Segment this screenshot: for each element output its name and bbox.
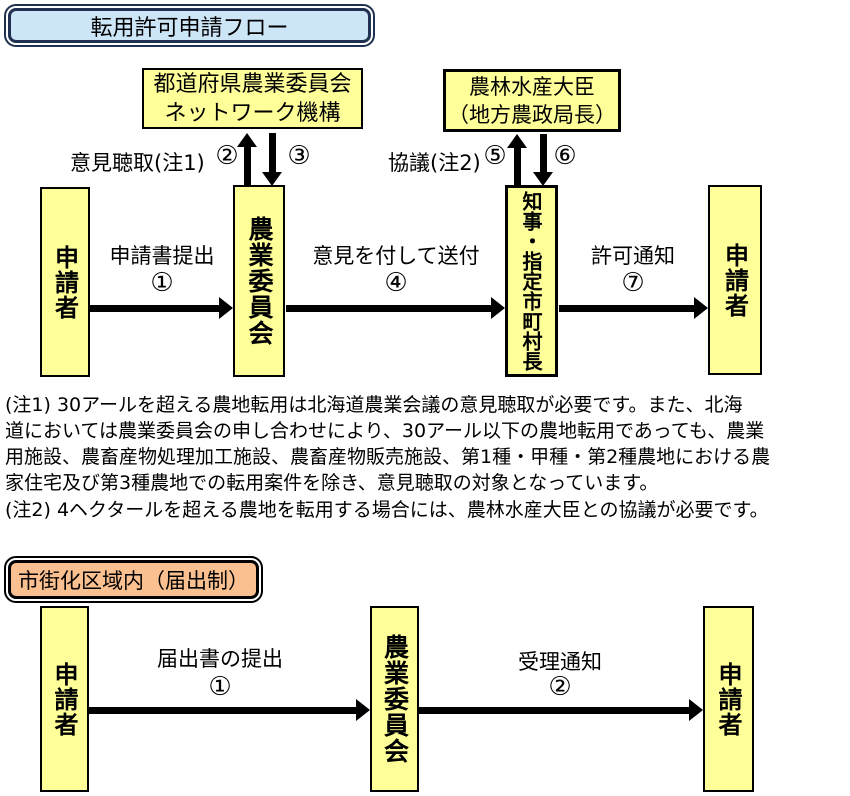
applicant-box-right-2: 申請者 xyxy=(703,606,754,792)
arrow-head-icon xyxy=(219,297,233,319)
arrow-submit-application xyxy=(90,297,233,319)
footnote-2: (注2) 4ヘクタールを超える農地を転用する場合には、農林水産大臣との協議が必要… xyxy=(5,499,769,521)
acceptance-notice-label: 受理通知 xyxy=(518,650,602,674)
applicant-label: 申請者 xyxy=(720,242,749,318)
notification-flow-title-banner: 市街化区域内（届出制） xyxy=(4,556,263,603)
arrow-shaft xyxy=(88,707,357,714)
step7-number: ⑦ xyxy=(621,268,645,298)
arrow-down-consultation-reply xyxy=(533,134,554,186)
arrow-head-icon xyxy=(491,297,505,319)
governor-box: 知事・指定市町村長 xyxy=(505,185,558,377)
arrow-head-icon xyxy=(689,699,703,721)
step2-number: ② xyxy=(215,141,239,171)
network-organization-box: 都道府県農業委員会 ネットワーク機構 xyxy=(142,68,363,129)
notification-step2-number: ② xyxy=(548,672,572,702)
applicant-box-left: 申請者 xyxy=(40,187,90,377)
arrow-shaft xyxy=(419,707,690,714)
step5-number: ⑤ xyxy=(483,141,507,171)
arrow-shaft xyxy=(90,305,220,312)
step1-number: ① xyxy=(150,268,174,298)
arrow-head-icon xyxy=(507,134,527,148)
opinion-hearing-label: 意見聴取(注1) xyxy=(70,151,205,175)
applicant-label: 申請者 xyxy=(714,661,742,737)
arrow-head-icon xyxy=(237,133,257,147)
arrow-shaft xyxy=(286,305,492,312)
permission-flow-title: 転用許可申請フロー xyxy=(8,8,371,43)
step3-number: ③ xyxy=(287,141,311,171)
submit-notification-label: 届出書の提出 xyxy=(157,647,283,671)
arrow-head-icon xyxy=(533,172,553,186)
applicant-box-right: 申請者 xyxy=(708,185,762,375)
applicant-label: 申請者 xyxy=(50,244,79,320)
arrow-shaft xyxy=(514,146,521,186)
notification-flow-title: 市街化区域内（届出制） xyxy=(8,560,259,599)
permission-flow-title-banner: 転用許可申請フロー xyxy=(4,4,375,47)
arrow-acceptance-notice xyxy=(419,699,703,721)
notification-step1-number: ① xyxy=(208,672,232,702)
arrow-up-consultation xyxy=(507,134,528,186)
arrow-shaft xyxy=(244,145,251,186)
agricultural-committee-box-2: 農業委員会 xyxy=(370,606,419,792)
submit-application-label: 申請書提出 xyxy=(109,244,215,268)
footnote-1: (注1) 30アールを超える農地転用は北海道農業会議の意見聴取が必要です。また、… xyxy=(5,394,771,494)
arrow-head-icon xyxy=(356,699,370,721)
arrow-shaft xyxy=(540,134,547,174)
arrow-forward-with-opinion xyxy=(286,297,505,319)
permission-notice-label: 許可通知 xyxy=(591,244,675,268)
consultation-label: 協議(注2) xyxy=(388,151,481,175)
arrow-down-opinion-reply xyxy=(262,133,283,186)
arrow-up-opinion-hearing xyxy=(237,133,258,186)
arrow-shaft xyxy=(559,305,695,312)
committee-label: 農業委員会 xyxy=(380,634,410,764)
arrow-head-icon xyxy=(694,297,708,319)
arrow-permission-notice xyxy=(559,297,708,319)
step4-number: ④ xyxy=(384,268,408,298)
step6-number: ⑥ xyxy=(553,141,577,171)
governor-label: 知事・指定市町村長 xyxy=(519,191,543,371)
agricultural-committee-box: 農業委員会 xyxy=(233,185,285,377)
applicant-label: 申請者 xyxy=(50,661,78,737)
minister-box: 農林水産大臣 （地方農政局長） xyxy=(443,69,621,132)
arrow-head-icon xyxy=(262,172,282,186)
forward-with-opinion-label: 意見を付して送付 xyxy=(312,244,480,268)
arrow-shaft xyxy=(269,133,276,174)
arrow-submit-notification xyxy=(88,699,370,721)
applicant-box-left-2: 申請者 xyxy=(40,606,89,792)
committee-label: 農業委員会 xyxy=(245,216,274,346)
